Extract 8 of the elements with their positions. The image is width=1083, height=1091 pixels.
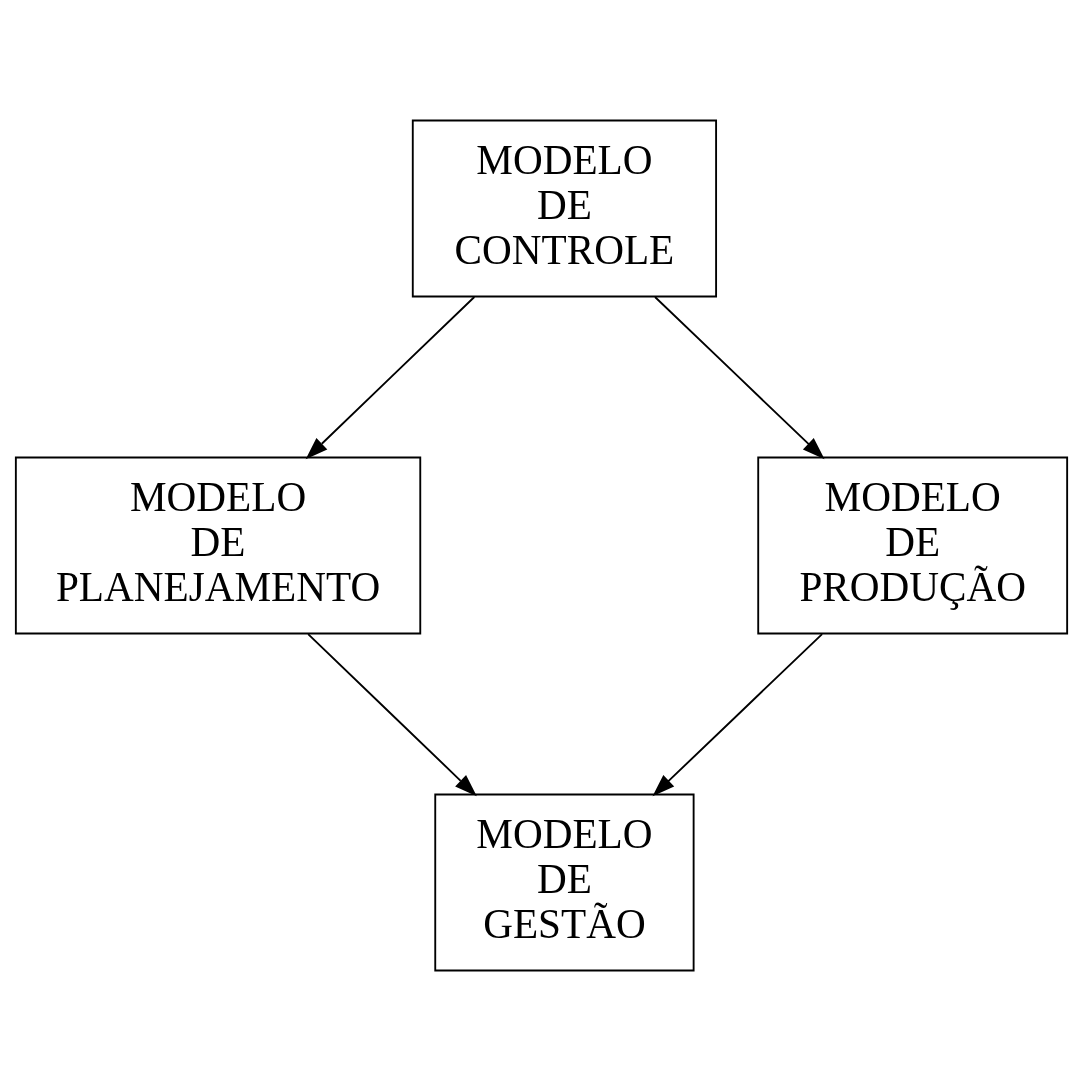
arrow	[652, 633, 824, 797]
node-box: MODELO DE GESTÃO	[434, 793, 695, 972]
arrow	[307, 633, 477, 797]
node-box: MODELO DE CONTROLE	[411, 119, 718, 298]
node-box: MODELO DE PLANEJAMENTO	[14, 456, 422, 635]
node-box: MODELO DE PRODUÇÃO	[757, 456, 1069, 635]
arrow	[305, 296, 476, 460]
arrow	[654, 296, 825, 460]
